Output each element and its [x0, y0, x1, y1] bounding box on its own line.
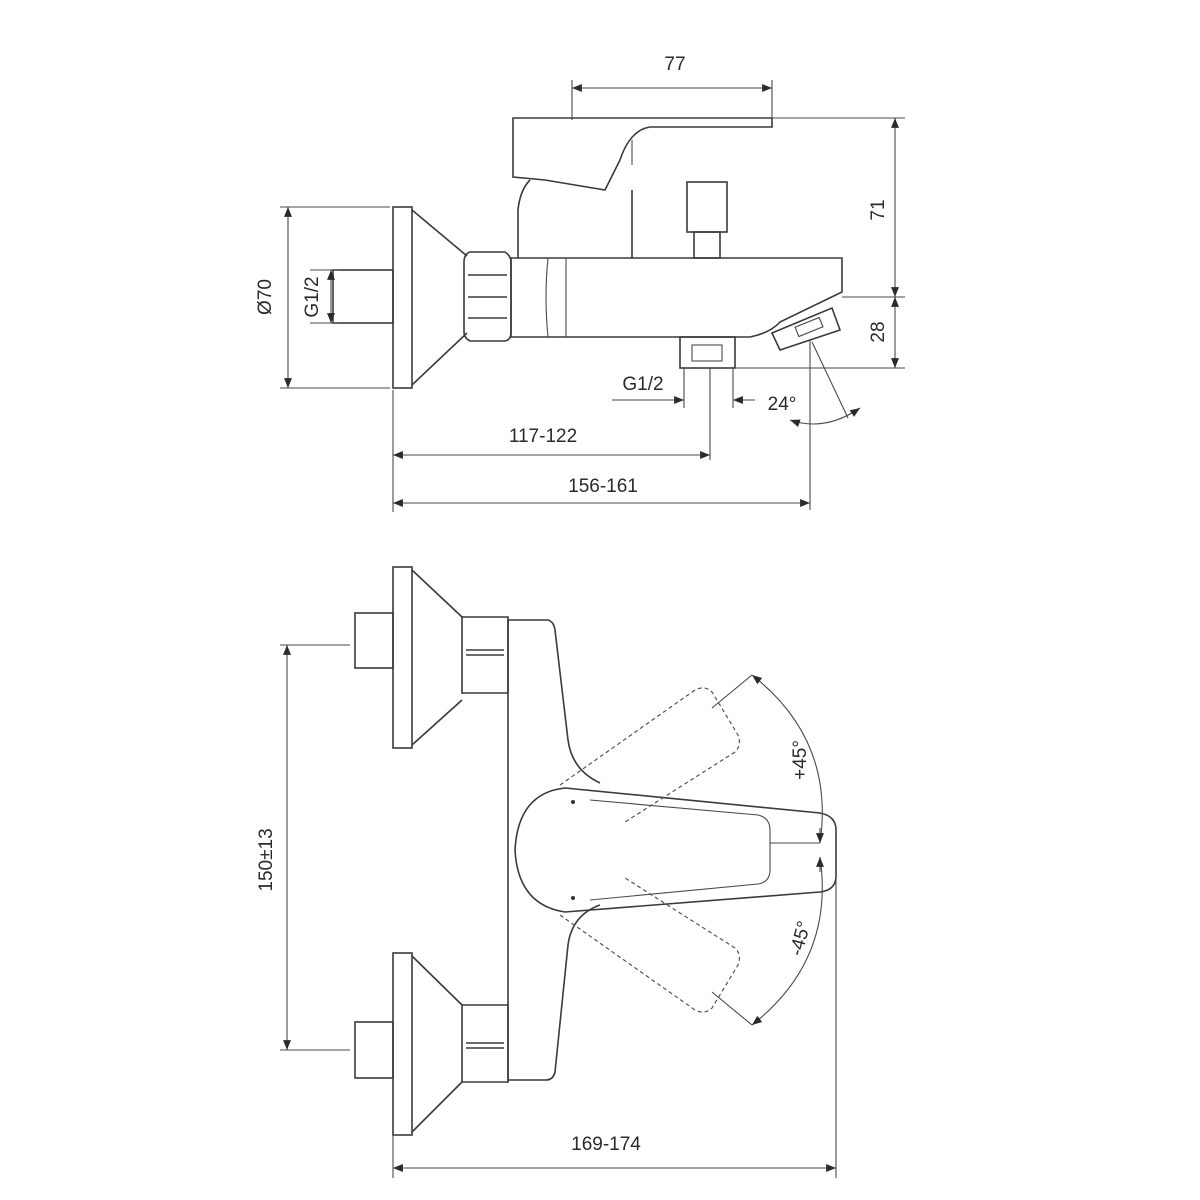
diverter-knob	[686, 181, 728, 233]
dim-inlet-thread: G1/2	[302, 276, 323, 317]
lever-recess	[589, 799, 771, 901]
inlet-lower	[354, 1021, 394, 1079]
flange-upper	[392, 566, 413, 749]
angle-arc-plus	[751, 674, 823, 844]
diverter-stem	[693, 231, 721, 259]
angle-arc-minus	[751, 856, 823, 1026]
flange-lower	[392, 952, 413, 1136]
hex-nut	[463, 251, 512, 342]
inlet-stub	[332, 269, 394, 324]
dim-inlet-spacing: 150±13	[256, 828, 277, 891]
nut-upper	[461, 616, 509, 694]
side-view: 77 71 28 Ø70 G1/2 G1/2 24° 117-122 156-1…	[255, 54, 905, 512]
dim-outlet-thread: G1/2	[622, 374, 663, 395]
bottom-outlet	[679, 336, 736, 369]
body-band	[545, 257, 567, 338]
dim-handle-length: 77	[664, 54, 685, 75]
wall-flange	[392, 206, 413, 389]
dim-flange-diameter: Ø70	[255, 279, 276, 315]
top-view: +45° -45° 150±13 169-174	[256, 566, 837, 1178]
dim-rotation-minus: -45°	[786, 919, 815, 958]
dim-spout-angle: 24°	[768, 394, 797, 415]
dim-outlet-distance: 117-122	[509, 426, 577, 447]
dim-rotation-plus: +45°	[790, 740, 811, 780]
dim-spout-drop: 28	[868, 321, 889, 342]
lever-top	[514, 787, 837, 913]
lever-position-minus	[559, 877, 741, 1013]
angle-arc-24	[789, 407, 861, 427]
mixer-body	[510, 257, 843, 338]
spout	[770, 306, 842, 351]
flange-cone	[411, 209, 468, 386]
lever-position-plus	[559, 687, 741, 823]
lever-side	[512, 117, 773, 191]
cartridge-housing	[517, 179, 633, 258]
spout-aerator	[794, 316, 824, 338]
dim-overall-depth: 169-174	[571, 1134, 641, 1155]
nut-lower	[461, 1004, 509, 1083]
outlet-inner	[691, 344, 723, 362]
inlet-upper	[354, 612, 394, 669]
dim-spout-distance: 156-161	[568, 476, 638, 497]
body-top	[507, 619, 601, 1082]
dim-height: 71	[868, 199, 889, 220]
